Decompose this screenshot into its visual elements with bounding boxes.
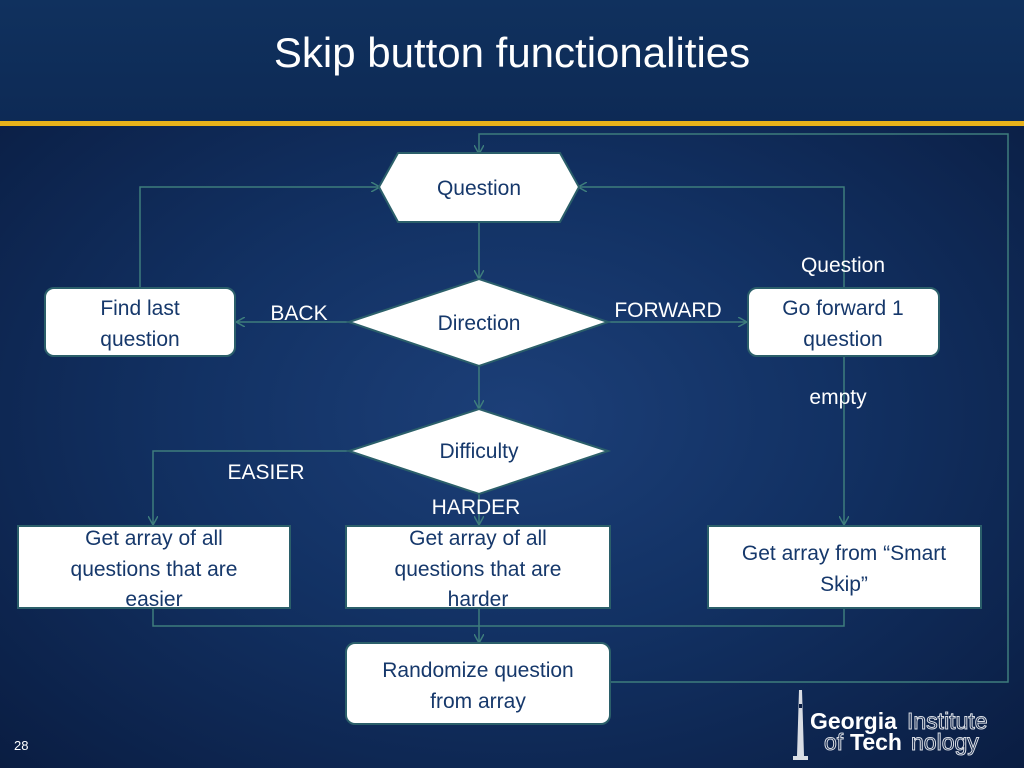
harder-array-line-1: Get array of all bbox=[409, 527, 547, 550]
go-forward-node: Go forward 1 question bbox=[747, 287, 940, 357]
slide-header: Skip button functionalities bbox=[0, 0, 1024, 121]
edge-difficulty-to-easier bbox=[153, 450, 349, 524]
edge-label-question: Question bbox=[801, 254, 885, 277]
smart-skip-line-1: Get array from “Smart bbox=[742, 542, 946, 565]
tower-icon bbox=[793, 690, 808, 760]
difficulty-decision: Difficulty bbox=[345, 407, 612, 496]
easier-array-line-1: Get array of all bbox=[85, 527, 223, 550]
difficulty-decision-label: Difficulty bbox=[440, 440, 519, 463]
edge-randomize-loop-to-question bbox=[479, 133, 1009, 683]
easier-array-node: Get array of all questions that are easi… bbox=[17, 525, 291, 611]
edge-label-easier: EASIER bbox=[227, 461, 304, 484]
edge-label-harder: HARDER bbox=[432, 496, 521, 519]
easier-array-line-2: questions that are bbox=[71, 558, 238, 581]
edge-easier-to-randomize bbox=[152, 608, 479, 627]
edge-label-forward: FORWARD bbox=[614, 299, 721, 322]
logo-nology: nology bbox=[911, 729, 979, 755]
logo-georgia: Georgia bbox=[810, 708, 897, 734]
randomize-node: Randomize question from array bbox=[345, 642, 611, 725]
easier-array-line-3: easier bbox=[125, 588, 182, 611]
edge-smart-skip-to-randomize bbox=[479, 608, 845, 627]
edge-go-forward-to-question bbox=[579, 187, 845, 288]
find-last-question-line-2: question bbox=[100, 328, 179, 351]
harder-array-node: Get array of all questions that are hard… bbox=[345, 525, 611, 611]
connectors bbox=[139, 133, 1009, 683]
question-node: Question bbox=[377, 152, 581, 223]
find-last-question-node: Find last question bbox=[44, 287, 236, 357]
georgia-tech-logo: Georgia Institute of Tech nology bbox=[793, 690, 988, 760]
edge-label-back: BACK bbox=[270, 302, 327, 325]
randomize-line-1: Randomize question bbox=[382, 659, 573, 682]
logo-of: of bbox=[824, 729, 844, 755]
direction-decision-label: Direction bbox=[438, 312, 521, 335]
go-forward-line-1: Go forward 1 bbox=[782, 297, 903, 320]
smart-skip-array-node: Get array from “Smart Skip” bbox=[707, 525, 982, 609]
harder-array-line-3: harder bbox=[448, 588, 509, 611]
smart-skip-line-2: Skip” bbox=[820, 573, 868, 596]
logo-institute: Institute bbox=[907, 708, 988, 734]
edge-find-last-to-question bbox=[139, 187, 379, 288]
direction-decision: Direction bbox=[345, 277, 612, 368]
slide-title: Skip button functionalities bbox=[273, 29, 751, 76]
randomize-line-2: from array bbox=[430, 690, 526, 713]
edge-label-empty: empty bbox=[809, 386, 867, 409]
logo-tech: Tech bbox=[850, 729, 902, 755]
harder-array-line-2: questions that are bbox=[395, 558, 562, 581]
question-node-label: Question bbox=[437, 177, 521, 200]
title-accent-bar bbox=[0, 121, 1024, 126]
find-last-question-line-1: Find last bbox=[100, 297, 180, 320]
go-forward-line-2: question bbox=[803, 328, 882, 351]
slide-page-number: 28 bbox=[14, 738, 29, 753]
